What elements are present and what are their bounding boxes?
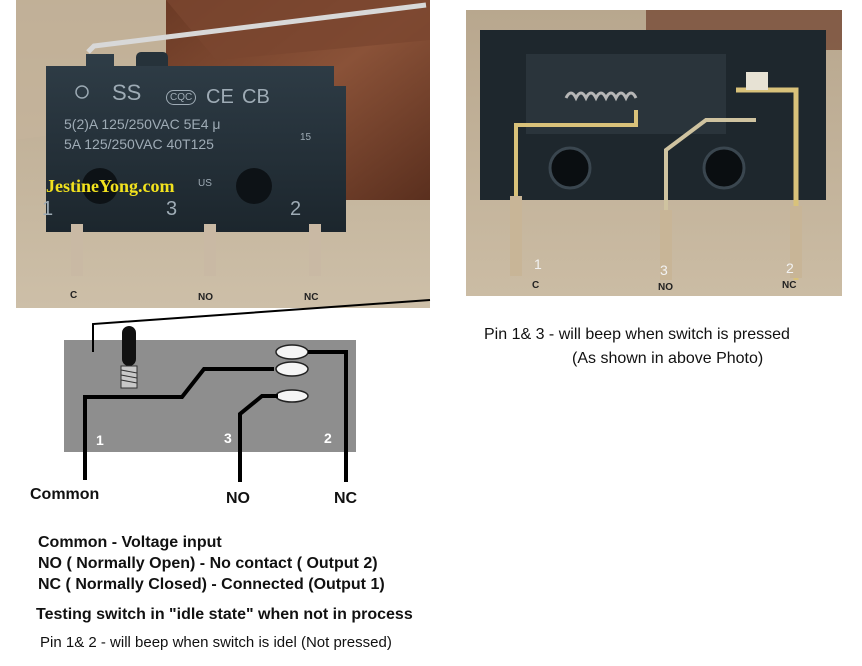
photo-left-pin-2-number: 2 [290,198,302,220]
pressed-test-note-sub: (As shown in above Photo) [572,350,764,367]
lever-line [92,299,431,352]
photo-left-pin-3-number: 3 [166,198,178,220]
tk-mark: 15 [300,132,312,143]
switch-schematic [64,299,431,482]
switch-front-photo: SS CQC CE CB 5(2)A 125/250VAC 5E4 μ 5A 1… [16,0,430,308]
no-terminal-label: NO [226,490,250,507]
nc-contact-top [275,344,309,360]
brand-label: SS [112,80,142,105]
ce-mark: CE [206,86,234,108]
common-terminal-label: Common [30,486,100,503]
pressed-test-note: Pin 1& 3 - will beep when switch is pres… [484,326,790,343]
no-leg [238,394,278,482]
rating-line-2: 5A 125/250VAC 40T125 [64,136,214,152]
schematic-pin-2-number: 2 [324,430,332,446]
idle-test-note: Pin 1& 2 - will beep when switch is idel… [40,634,392,651]
schematic-pin-1-number: 1 [96,432,104,448]
watermark: JestineYong.com [46,176,175,196]
photo-right-pin-nc-label: NC [782,280,797,291]
no-contact [275,389,309,403]
nc-terminal-label: NC [334,490,358,507]
photo-left-pin-no-label: NO [198,292,213,303]
photo-right-pin-3-number: 3 [660,262,668,278]
plunger [122,326,136,366]
common-blade [83,367,274,480]
cb-mark: CB [242,86,270,108]
legend-no: NO ( Normally Open) - No contact ( Outpu… [38,555,378,572]
photo-left-pin-nc-label: NC [304,292,319,303]
nc-contact-bottom [275,361,309,377]
photo-right-pin-c-label: C [532,280,540,291]
photo-right-pin-2-number: 2 [786,260,794,276]
schematic-pin-3-number: 3 [224,430,232,446]
switch-internal-photo: 1 3 2 C NO NC [466,10,842,296]
rating-line-1: 5(2)A 125/250VAC 5E4 μ [64,116,221,132]
legend-nc: NC ( Normally Closed) - Connected (Outpu… [38,576,385,593]
cqc-mark: CQC [166,90,197,105]
legend-common: Common - Voltage input [38,534,222,551]
photo-left-pin-1-number: 1 [42,198,54,220]
photo-right-pin-no-label: NO [658,282,673,293]
ul-mark: US [198,178,212,189]
nc-leg [308,350,348,482]
photo-left-pin-c-label: C [70,290,78,301]
testing-heading: Testing switch in "idle state" when not … [36,606,413,623]
photo-right-pin-1-number: 1 [534,256,542,272]
